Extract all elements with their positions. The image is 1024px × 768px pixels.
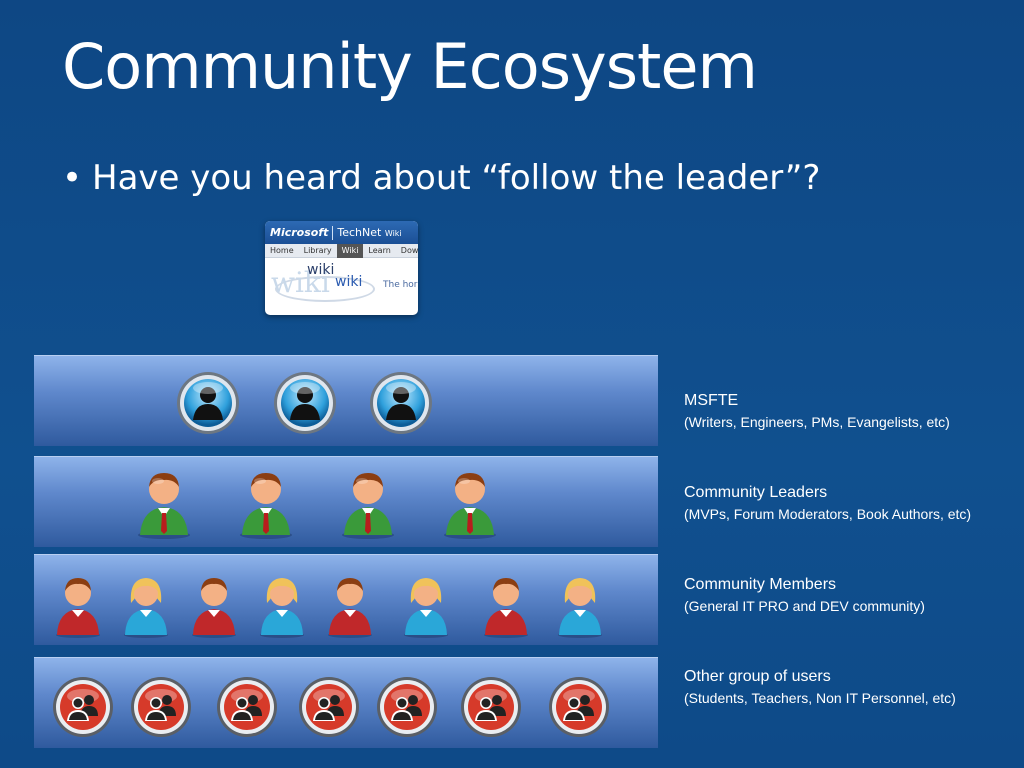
wiki-nav-bar: Home Library Wiki Learn Dow	[265, 243, 418, 258]
group-users-icon	[376, 676, 438, 742]
member-female-icon	[400, 573, 452, 643]
tier-desc: (MVPs, Forum Moderators, Book Authors, e…	[684, 506, 972, 522]
group-users-icon	[52, 676, 114, 742]
group-users-icon	[460, 676, 522, 742]
group-users-icon	[216, 676, 278, 742]
wiki-nav-wiki: Wiki	[336, 243, 364, 258]
wiki-nav-library: Library	[303, 246, 332, 255]
leader-person-icon	[338, 467, 398, 543]
group-users-icon	[130, 676, 192, 742]
leader-person-icon	[440, 467, 500, 543]
member-male-icon	[324, 573, 376, 643]
group-users-icon	[548, 676, 610, 742]
member-male-icon	[480, 573, 532, 643]
employee-badge-icon	[272, 370, 338, 440]
wiki-logo-area: wiki wiki wiki The hor	[265, 258, 418, 315]
wiki-nav-download: Dow	[400, 246, 418, 255]
leader-person-icon	[134, 467, 194, 543]
microsoft-logo: Microsoft	[270, 226, 329, 239]
tier-name: MSFTE	[684, 392, 739, 409]
wiki-logo-large: wiki	[271, 266, 330, 299]
tier-name: Community Leaders	[684, 484, 828, 501]
technet-suffix: Wiki	[384, 229, 402, 238]
member-female-icon	[256, 573, 308, 643]
tier-label-other-users: Other group of users (Students, Teachers…	[684, 668, 956, 706]
tier-desc: (Writers, Engineers, PMs, Evangelists, e…	[684, 414, 950, 430]
tier-name: Other group of users	[684, 668, 831, 685]
wiki-logo-ring	[275, 276, 375, 302]
tier-label-community-members: Community Members (General IT PRO and DE…	[684, 576, 925, 614]
group-users-icon	[298, 676, 360, 742]
tier-other-users	[34, 657, 658, 748]
wiki-nav-learn: Learn	[368, 246, 391, 255]
employee-badge-icon	[175, 370, 241, 440]
tier-desc: (Students, Teachers, Non IT Personnel, e…	[684, 690, 956, 706]
tier-community-leaders	[34, 456, 658, 547]
wiki-header-bar: Microsoft TechNet Wiki	[265, 221, 418, 244]
tier-msfte	[34, 355, 658, 446]
header-separator	[332, 225, 334, 240]
bullet-text: Have you heard about “follow the leader”…	[92, 158, 821, 198]
technet-product: TechNet	[337, 226, 382, 239]
bullet-point: •Have you heard about “follow the leader…	[62, 158, 820, 198]
member-male-icon	[188, 573, 240, 643]
tier-community-members	[34, 554, 658, 645]
tier-label-msfte: MSFTE (Writers, Engineers, PMs, Evangeli…	[684, 392, 950, 430]
technet-label: TechNet Wiki	[337, 226, 401, 239]
technet-wiki-thumbnail: Microsoft TechNet Wiki Home Library Wiki…	[265, 221, 418, 315]
member-female-icon	[554, 573, 606, 643]
wiki-logo-small-2: wiki	[335, 274, 363, 290]
tier-label-community-leaders: Community Leaders (MVPs, Forum Moderator…	[684, 484, 971, 522]
leader-person-icon	[236, 467, 296, 543]
wiki-tagline: The hor	[383, 280, 418, 290]
wiki-logo-small-1: wiki	[307, 262, 335, 278]
member-male-icon	[52, 573, 104, 643]
bullet-mark: •	[62, 158, 83, 198]
slide-title: Community Ecosystem	[62, 30, 758, 103]
tier-desc: (General IT PRO and DEV community)	[684, 598, 925, 614]
tier-name: Community Members	[684, 576, 837, 593]
employee-badge-icon	[368, 370, 434, 440]
member-female-icon	[120, 573, 172, 643]
wiki-nav-home: Home	[270, 246, 294, 255]
